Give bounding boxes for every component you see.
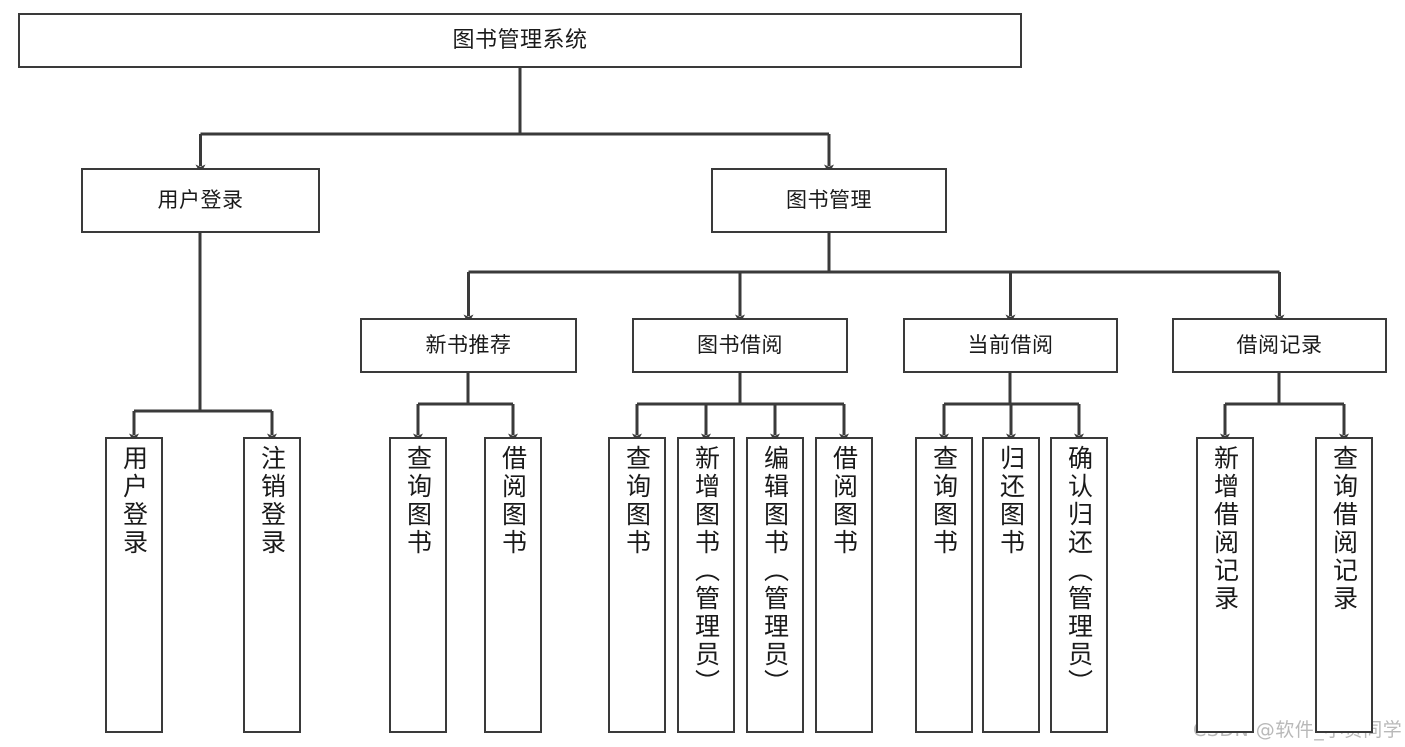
node-book-borrow-label: 图书借阅 — [697, 333, 783, 358]
node-leaf-edit-book[interactable]: 编辑图书（管理员） — [746, 437, 804, 733]
node-book-manage-label: 图书管理 — [786, 188, 872, 213]
node-borrow-record-label: 借阅记录 — [1236, 333, 1323, 358]
node-leaf-user-logout[interactable]: 注销登录 — [243, 437, 301, 733]
node-leaf-query-record[interactable]: 查询借阅记录 — [1315, 437, 1373, 733]
node-leaf-return-book-label: 归还图书 — [996, 445, 1026, 557]
node-root-system-label: 图书管理系统 — [452, 27, 588, 53]
node-leaf-query-book-3-label: 查询图书 — [929, 445, 959, 557]
node-leaf-borrow-book-2-label: 借阅图书 — [829, 445, 859, 557]
node-new-book-rec-label: 新书推荐 — [425, 333, 512, 358]
node-book-borrow[interactable]: 图书借阅 — [632, 318, 848, 373]
node-leaf-query-book-3[interactable]: 查询图书 — [915, 437, 973, 733]
node-new-book-rec[interactable]: 新书推荐 — [360, 318, 577, 373]
node-leaf-confirm-return-label: 确认归还（管理员） — [1064, 445, 1094, 697]
node-root-system[interactable]: 图书管理系统 — [18, 13, 1022, 68]
node-leaf-user-login-label: 用户登录 — [119, 445, 149, 557]
node-leaf-confirm-return[interactable]: 确认归还（管理员） — [1050, 437, 1108, 733]
node-leaf-user-login[interactable]: 用户登录 — [105, 437, 163, 733]
node-leaf-query-book-1-label: 查询图书 — [403, 445, 433, 557]
node-leaf-query-book-2[interactable]: 查询图书 — [608, 437, 666, 733]
node-leaf-borrow-book-2[interactable]: 借阅图书 — [815, 437, 873, 733]
node-current-borrow-label: 当前借阅 — [967, 333, 1054, 358]
node-leaf-borrow-book-1-label: 借阅图书 — [498, 445, 528, 557]
node-borrow-record[interactable]: 借阅记录 — [1172, 318, 1387, 373]
node-leaf-user-logout-label: 注销登录 — [257, 445, 287, 557]
node-book-manage[interactable]: 图书管理 — [711, 168, 947, 233]
node-leaf-add-record-label: 新增借阅记录 — [1210, 445, 1240, 613]
node-user-login-label: 用户登录 — [157, 188, 244, 213]
node-leaf-edit-book-label: 编辑图书（管理员） — [760, 445, 790, 697]
node-leaf-return-book[interactable]: 归还图书 — [982, 437, 1040, 733]
node-leaf-borrow-book-1[interactable]: 借阅图书 — [484, 437, 542, 733]
node-leaf-query-book-2-label: 查询图书 — [622, 445, 652, 557]
node-user-login[interactable]: 用户登录 — [81, 168, 320, 233]
node-leaf-add-book-label: 新增图书（管理员） — [691, 445, 721, 697]
node-leaf-add-book[interactable]: 新增图书（管理员） — [677, 437, 735, 733]
node-leaf-query-book-1[interactable]: 查询图书 — [389, 437, 447, 733]
node-current-borrow[interactable]: 当前借阅 — [903, 318, 1118, 373]
node-leaf-add-record[interactable]: 新增借阅记录 — [1196, 437, 1254, 733]
node-leaf-query-record-label: 查询借阅记录 — [1329, 445, 1359, 613]
